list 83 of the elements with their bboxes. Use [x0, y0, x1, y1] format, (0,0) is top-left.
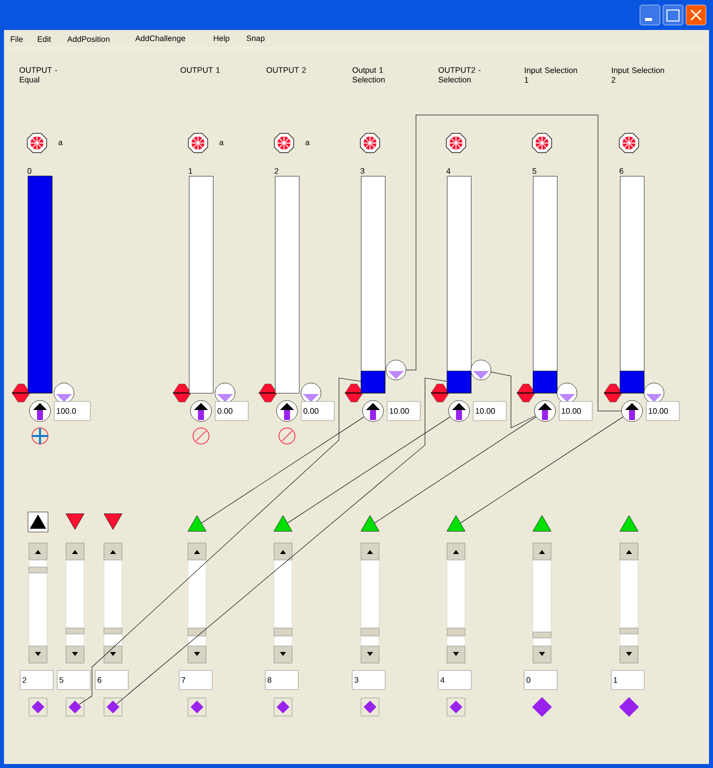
output-knob: [556, 382, 578, 404]
column-heading: OUTPUT - Equal: [20, 67, 58, 84]
triangle-marker: [104, 514, 122, 530]
node-label: 5: [532, 168, 536, 174]
connector-line: [287, 416, 450, 524]
value-field: 100.0: [54, 401, 90, 421]
node-label: a: [306, 140, 310, 146]
node-label: a: [220, 140, 224, 146]
output-knob: [470, 360, 492, 380]
triangle-marker: [620, 515, 638, 532]
connector-line: [374, 416, 536, 524]
value-field: 10.00: [387, 401, 420, 421]
value-field: 4: [438, 670, 472, 690]
value-field: 0: [524, 670, 558, 690]
bar-gauge: 4: [446, 168, 472, 394]
input-knob: [190, 400, 212, 422]
node-label: 1: [188, 168, 192, 174]
menu-item: Help: [214, 35, 230, 43]
triangle-button: [28, 512, 48, 532]
column-heading: Input Selection 1: [524, 67, 578, 83]
input-knob: [534, 400, 556, 422]
column-heading: Output 1 Selection: [352, 67, 385, 82]
value-field: 0.00: [301, 401, 334, 421]
value-field: 8: [265, 670, 298, 690]
diamond-marker: [32, 700, 44, 714]
column-heading: OUTPUT2 - Selection: [438, 67, 480, 82]
menu-item: Snap: [246, 35, 265, 43]
node-label: 6: [620, 168, 624, 174]
bar-gauge: 0 a: [28, 140, 63, 394]
bar-gauge: 2 a: [274, 140, 310, 394]
column-heading: OUTPUT 2: [266, 67, 306, 73]
value-field: 3: [352, 670, 386, 690]
node-label: 4: [446, 168, 450, 174]
connector-line: [490, 372, 536, 428]
diamond-marker: [276, 700, 290, 714]
bar-gauge: 3: [360, 168, 386, 394]
value-field: 6: [95, 670, 128, 690]
triangle-marker: [360, 515, 380, 532]
output-knob: [386, 360, 406, 380]
node-label: 2: [274, 168, 278, 174]
value-field: 1: [611, 670, 644, 690]
triangle-marker: [66, 514, 84, 530]
diamond-marker: [364, 700, 376, 714]
menu-item: File: [10, 36, 23, 42]
menu-item: AddPosition: [67, 36, 110, 42]
menu-item: Edit: [38, 36, 51, 42]
value-field: 10.00: [646, 401, 680, 421]
connector-line: [460, 416, 624, 524]
value-field: 2: [20, 670, 54, 690]
triangle-marker: [532, 515, 552, 532]
node-label: 0: [28, 168, 32, 174]
value-field: 5: [57, 670, 90, 690]
diamond-marker: [68, 700, 82, 714]
diamond-marker: [619, 697, 639, 717]
value-field: 0.00: [215, 401, 248, 421]
menu-item: AddChallenge: [135, 35, 186, 43]
input-knob: [29, 400, 51, 422]
bar-gauge: 1 a: [188, 140, 224, 394]
input-knob: [448, 400, 470, 422]
connector-line: [406, 114, 622, 412]
triangle-marker: [446, 515, 466, 532]
column-heading: OUTPUT 1: [180, 67, 220, 73]
input-knob: [276, 400, 298, 422]
diamond-marker: [450, 700, 462, 714]
triangle-marker: [188, 515, 206, 532]
diamond-marker: [190, 700, 204, 714]
column-heading: Input Selection 2: [612, 67, 664, 83]
input-knob: [621, 400, 643, 422]
triangle-marker: [274, 515, 292, 532]
value-field: 10.00: [473, 401, 506, 421]
output-knob: [644, 382, 664, 404]
connector-line: [116, 378, 448, 704]
connector-line: [201, 416, 364, 524]
diamond-marker: [106, 700, 120, 714]
node-label: a: [58, 140, 63, 146]
connector-line: [78, 378, 362, 705]
bar-gauge: 6: [620, 168, 644, 394]
value-field: 7: [179, 670, 212, 690]
node-label: 3: [360, 168, 364, 174]
value-field: 10.00: [559, 401, 592, 421]
diamond-marker: [532, 697, 552, 717]
input-knob: [362, 400, 384, 422]
bar-gauge: 5: [532, 168, 558, 394]
